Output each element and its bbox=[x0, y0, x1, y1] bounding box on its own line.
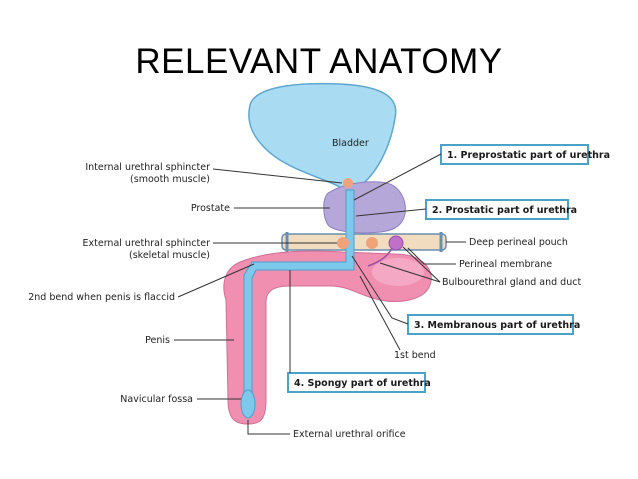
internal-sphincter-label: Internal urethral sphincter bbox=[85, 162, 210, 173]
prostatic-label: 2. Prostatic part of urethra bbox=[432, 205, 577, 216]
perineal-membrane-band bbox=[281, 233, 447, 251]
deep-perineal-pouch-label: Deep perineal pouch bbox=[469, 237, 568, 248]
bladder-label: Bladder bbox=[332, 138, 369, 149]
bulbourethral-label: Bulbourethral gland and duct bbox=[442, 277, 581, 288]
spongy-label: 4. Spongy part of urethra bbox=[294, 378, 431, 389]
leader-preprostatic bbox=[353, 153, 442, 201]
second-bend-label: 2nd bend when penis is flaccid bbox=[28, 292, 175, 303]
leader-membranous bbox=[351, 255, 409, 325]
bladder-shape bbox=[248, 82, 397, 193]
navicular-fossa-label: Navicular fossa bbox=[120, 394, 193, 405]
leader-second-bend bbox=[177, 263, 255, 298]
bulbourethral-duct-shape bbox=[367, 247, 393, 267]
bulb-of-penis bbox=[372, 258, 424, 286]
membranous-label: 3. Membranous part of urethra bbox=[414, 320, 580, 331]
internal-sphincter-shape bbox=[343, 178, 353, 188]
external-sphincter-right bbox=[366, 237, 378, 249]
bulbourethral-gland-shape bbox=[388, 235, 404, 251]
leader-external-orifice bbox=[247, 420, 290, 435]
external-sphincter-sublabel: (skeletal muscle) bbox=[129, 250, 210, 261]
external-orifice-label: External urethral orifice bbox=[293, 429, 406, 440]
spongy-box bbox=[287, 372, 426, 393]
navicular-fossa-shape bbox=[240, 389, 256, 419]
preprostatic-label: 1. Preprostatic part of urethra bbox=[447, 150, 610, 161]
penis-label: Penis bbox=[145, 335, 170, 346]
prostate-label: Prostate bbox=[191, 203, 230, 214]
prostate-shape bbox=[323, 181, 406, 234]
perineal-membrane-label: Perineal membrane bbox=[459, 259, 552, 270]
first-bend-label: 1st bend bbox=[394, 350, 436, 361]
internal-sphincter-sublabel: (smooth muscle) bbox=[130, 174, 210, 185]
membranous-box bbox=[407, 314, 574, 335]
leader-bulbourethral-1 bbox=[402, 246, 441, 283]
penis-shape bbox=[223, 250, 432, 425]
leader-prostatic bbox=[355, 208, 427, 217]
leader-bulbourethral-2 bbox=[379, 262, 441, 283]
slide-title: RELEVANT ANATOMY bbox=[135, 42, 503, 81]
external-sphincter-left bbox=[337, 237, 349, 249]
leader-internal-sphincter bbox=[212, 168, 343, 184]
leader-first-bend bbox=[359, 275, 401, 351]
external-sphincter-label: External urethral sphincter bbox=[83, 238, 211, 249]
leader-perineal-membrane bbox=[407, 247, 456, 265]
